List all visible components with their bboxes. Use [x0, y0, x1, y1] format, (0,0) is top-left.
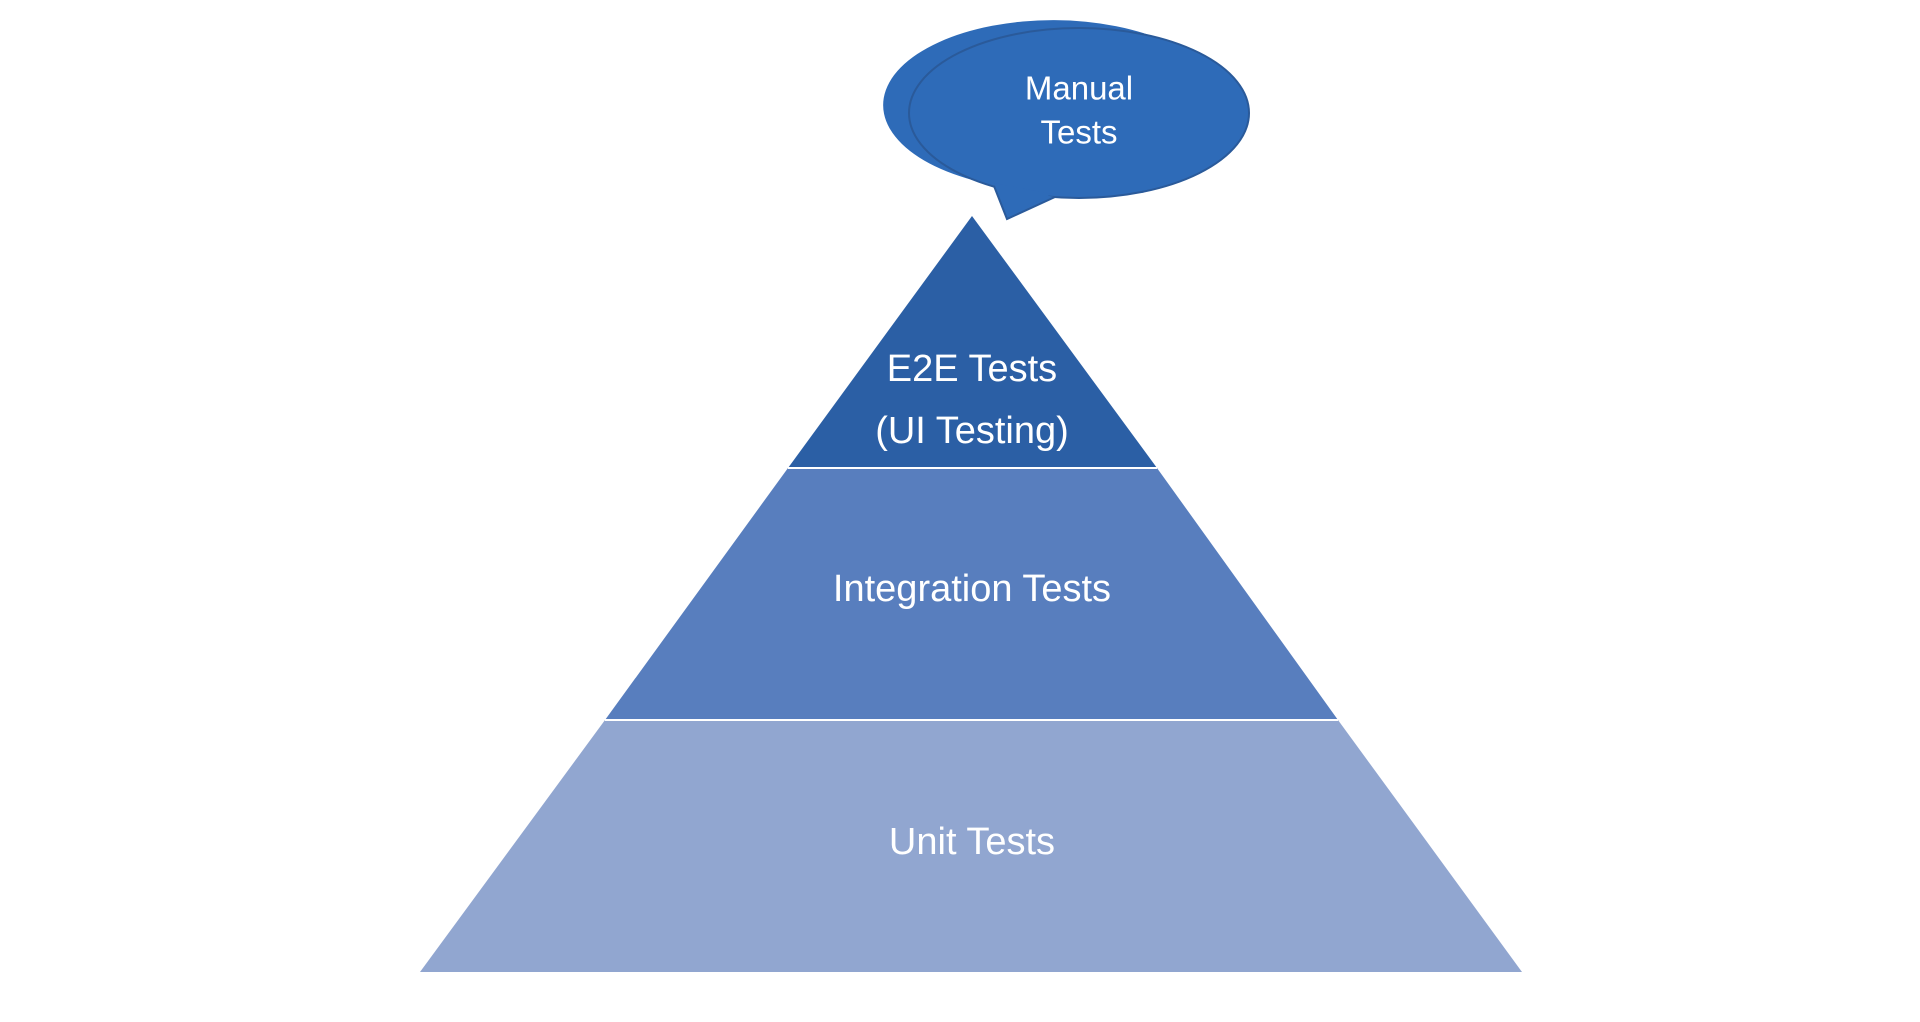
tier-e2e-label-line-2: (UI Testing) [875, 410, 1069, 452]
manual-tests-bubble: Manual Tests [883, 20, 1250, 221]
tier-e2e [788, 216, 1157, 468]
pyramid: E2E Tests (UI Testing) Integration Tests… [420, 216, 1522, 972]
tier-e2e-label-line-1: E2E Tests [887, 348, 1057, 390]
bubble-text-line-1: Manual [1025, 70, 1133, 107]
speech-bubble-body [908, 27, 1250, 199]
tier-integration [605, 468, 1338, 720]
tier-unit [420, 720, 1522, 972]
speech-bubble-tail-cover [994, 183, 1052, 215]
tier-unit-label: Unit Tests [889, 821, 1055, 863]
bubble-text-line-2: Tests [1040, 114, 1117, 151]
tier-integration-label: Integration Tests [833, 568, 1111, 610]
